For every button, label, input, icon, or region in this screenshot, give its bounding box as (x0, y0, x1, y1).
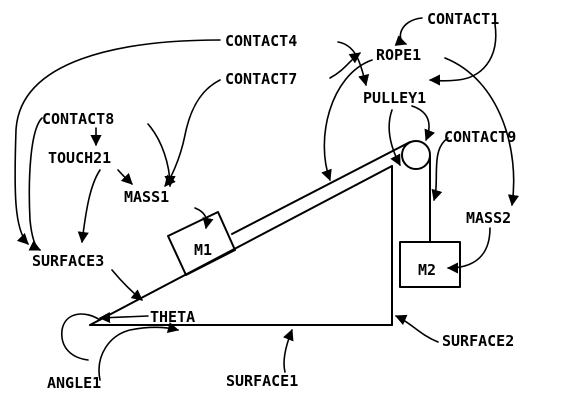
label-surface2: SURFACE2 (442, 332, 514, 350)
arrow-rope1-mass2 (444, 57, 519, 207)
arrow-contact7-rope (321, 59, 373, 182)
block-m1 (167, 211, 236, 276)
label-surface3: SURFACE3 (32, 252, 104, 270)
pulley-wheel (401, 140, 431, 170)
block-m2 (399, 241, 461, 288)
arrow-surface3-incline (111, 269, 143, 301)
arrow-contact4-surface3 (14, 39, 221, 245)
label-contact9: CONTACT9 (444, 128, 516, 146)
arrow-mass1-m1 (194, 207, 214, 230)
label-contact7: CONTACT7 (225, 70, 297, 88)
arrow-contact8-mass1 (147, 123, 176, 188)
label-surface1: SURFACE1 (226, 372, 298, 390)
angle-arc (61, 313, 101, 361)
arrow-contact8-surface3 (28, 117, 43, 251)
label-m1: M1 (194, 241, 212, 259)
arrow-contact9 (431, 137, 449, 202)
label-theta: THETA (150, 308, 195, 326)
arrow-angle1-theta (98, 322, 180, 381)
arrow-touch21-mass1 (117, 169, 133, 185)
arrow-contact7-mass1 (164, 79, 221, 187)
arrow-mass2-m2 (446, 227, 491, 274)
label-mass2: MASS2 (466, 209, 511, 227)
label-contact8: CONTACT8 (42, 110, 114, 128)
arrow-theta (98, 311, 149, 324)
incline-drawing (89, 140, 461, 326)
rope-incline-segment (231, 141, 411, 235)
arrow-touch21-surface3 (77, 169, 101, 244)
arrow-surface1 (283, 328, 294, 373)
label-rope1: ROPE1 (376, 46, 421, 64)
arrow-contact4-pulley (337, 41, 370, 87)
label-angle1: ANGLE1 (47, 374, 101, 392)
arrow-surface2 (394, 314, 439, 343)
labels: CONTACT1 CONTACT4 ROPE1 CONTACT7 PULLEY1… (32, 10, 516, 392)
label-mass1: MASS1 (124, 188, 169, 206)
label-touch21: TOUCH21 (48, 149, 111, 167)
label-pulley1: PULLEY1 (363, 89, 426, 107)
arrow-pulley1 (411, 105, 435, 142)
label-m2: M2 (418, 261, 436, 279)
arrow-contact1-pulley (428, 23, 497, 86)
label-contact1: CONTACT1 (427, 10, 499, 28)
pointer-arrows (14, 17, 519, 381)
arrow-contact7-rope1 (329, 52, 361, 79)
arrow-pulley1-left (388, 109, 401, 166)
label-contact4: CONTACT4 (225, 32, 297, 50)
arrow-contact1 (394, 17, 423, 46)
